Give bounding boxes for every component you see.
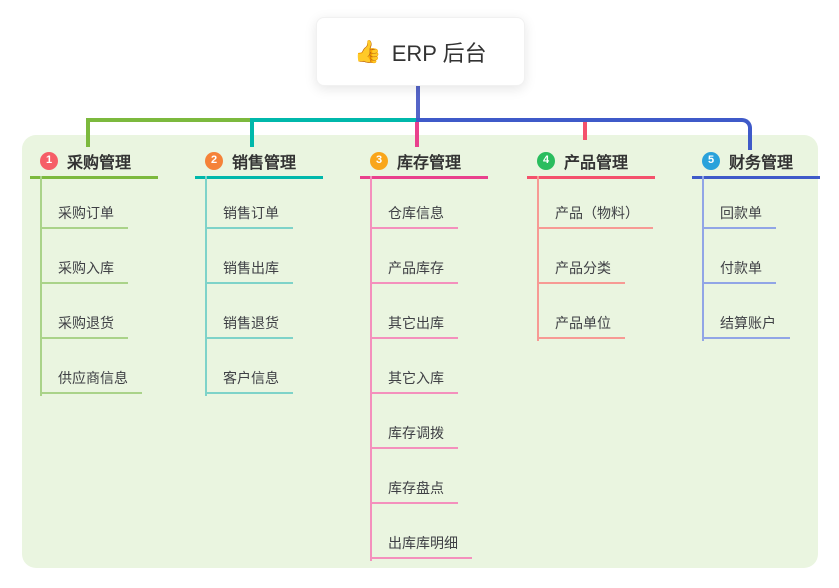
branch-item-node[interactable]: 采购退货	[40, 309, 128, 339]
branch-4-title-node[interactable]: 4 产品管理	[527, 148, 655, 179]
branch-1-connector	[86, 118, 254, 122]
thumbs-up-icon: 👍	[354, 38, 382, 64]
branch-title-label: 销售管理	[232, 154, 297, 172]
branch-item-node[interactable]: 客户信息	[205, 364, 293, 394]
branch-item-node[interactable]: 采购订单	[40, 199, 128, 229]
root-node[interactable]: 👍 ERP 后台	[316, 17, 525, 86]
branch-number-badge: 5	[702, 151, 720, 170]
root-node-label: ERP 后台	[391, 40, 487, 66]
branch-item-node[interactable]: 销售退货	[205, 309, 293, 339]
branch-item-node[interactable]: 采购入库	[40, 254, 128, 284]
branch-item-node[interactable]: 产品库存	[370, 254, 458, 284]
branch-spine-connector	[205, 176, 207, 396]
root-stem-connector	[416, 84, 420, 120]
branch-item-node[interactable]: 产品分类	[537, 254, 625, 284]
branch-1: 1 采购管理采购订单采购入库采购退货供应商信息	[30, 148, 158, 396]
branch-item-node[interactable]: 销售出库	[205, 254, 293, 284]
branch-item-node[interactable]: 库存盘点	[370, 474, 458, 504]
branch-2: 2 销售管理销售订单销售出库销售退货客户信息	[195, 148, 323, 396]
branch-item-node[interactable]: 回款单	[702, 199, 776, 229]
branch-title-label: 产品管理	[564, 154, 629, 172]
branch-number-badge: 3	[370, 151, 388, 170]
branch-item-node[interactable]: 其它出库	[370, 309, 458, 339]
branch-4: 4 产品管理产品（物料） 产品分类产品单位	[527, 148, 655, 341]
branch-3-title-node[interactable]: 3 库存管理	[360, 148, 488, 179]
branch-item-node[interactable]: 产品单位	[537, 309, 625, 339]
branch-item-node[interactable]: 出库库明细	[370, 529, 472, 559]
branch-2-title-node[interactable]: 2 销售管理	[195, 148, 323, 179]
branch-item-node[interactable]: 库存调拨	[370, 419, 458, 449]
branch-5-connector	[416, 118, 752, 150]
branch-item-node[interactable]: 供应商信息	[40, 364, 142, 394]
branch-item-node[interactable]: 销售订单	[205, 199, 293, 229]
branches-panel	[22, 135, 818, 568]
branch-item-node[interactable]: 其它入库	[370, 364, 458, 394]
branch-1-title-node[interactable]: 1 采购管理	[30, 148, 158, 179]
branch-2-drop-connector	[250, 118, 254, 147]
branch-item-node[interactable]: 产品（物料）	[537, 199, 653, 229]
branch-number-badge: 4	[537, 151, 555, 170]
branch-3-drop-connector	[415, 121, 419, 147]
branch-number-badge: 1	[40, 151, 58, 170]
branch-spine-connector	[537, 176, 539, 341]
branch-item-node[interactable]: 仓库信息	[370, 199, 458, 229]
branch-2-connector	[252, 118, 418, 122]
branch-5: 5 财务管理回款单付款单结算账户	[692, 148, 820, 341]
branch-number-badge: 2	[205, 151, 223, 170]
branch-spine-connector	[370, 176, 372, 561]
branch-item-node[interactable]: 付款单	[702, 254, 776, 284]
branch-spine-connector	[702, 176, 704, 341]
branch-3: 3 库存管理仓库信息产品库存其它出库其它入库库存调拨库存盘点出库库明细	[360, 148, 488, 561]
branch-title-label: 库存管理	[397, 154, 462, 172]
branch-5-title-node[interactable]: 5 财务管理	[692, 148, 820, 179]
branch-title-label: 采购管理	[67, 154, 132, 172]
branch-spine-connector	[40, 176, 42, 396]
branch-title-label: 财务管理	[729, 154, 794, 172]
branch-1-drop-connector	[86, 118, 90, 147]
branch-4-drop-connector	[583, 121, 587, 140]
branch-item-node[interactable]: 结算账户	[702, 309, 790, 339]
